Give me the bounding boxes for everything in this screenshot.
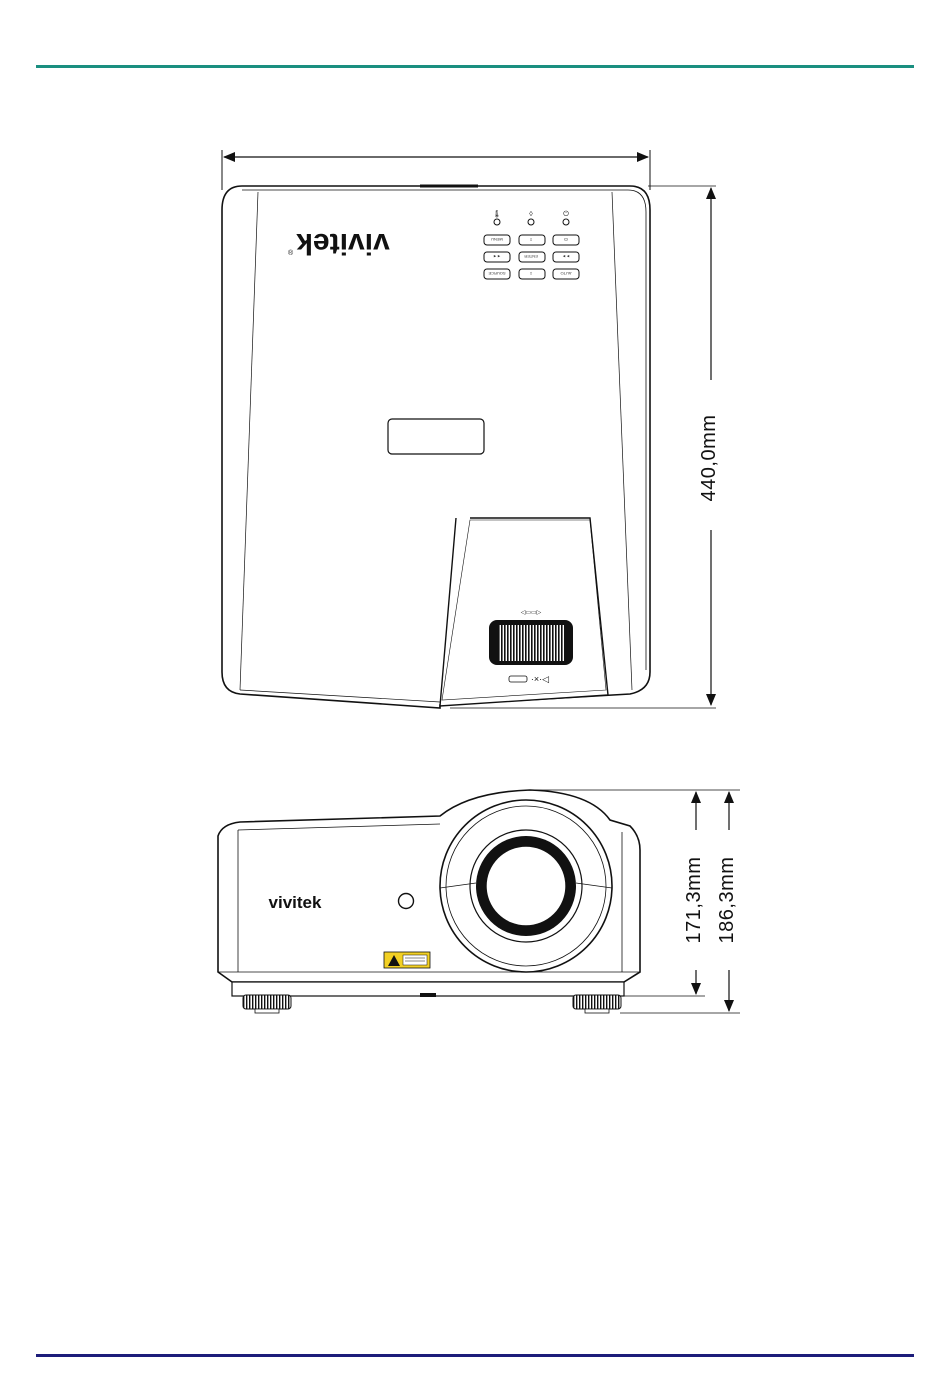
depth-dimension-label: 440,0mm <box>698 415 720 502</box>
power-led-icon: ⏻ <box>563 210 569 218</box>
ir-sensor <box>399 894 414 909</box>
button-label: ☊ <box>564 237 568 242</box>
temp-led-icon: 🌡 <box>493 210 502 218</box>
focus-icon: ·×·◁ <box>531 674 549 684</box>
button-label: ►► <box>562 254 570 259</box>
lamp-cover <box>388 419 484 454</box>
projection-lens <box>440 800 612 972</box>
button-label: SOURCE <box>488 271 505 276</box>
bottom-rule <box>36 1354 914 1357</box>
control-keypad[interactable]: MENU ⇧ ☊ ◄◄ ENTER ►► SOURCE ⇩ AUTO <box>484 235 579 279</box>
button-label: AUTO <box>560 271 571 276</box>
lamp-led-icon: ◊ <box>529 211 533 218</box>
front-view: vivitek <box>218 790 747 1013</box>
adjustable-foot-left[interactable] <box>243 995 291 1013</box>
laser-warning-label <box>384 952 430 968</box>
top-logo: vivitek <box>296 227 390 260</box>
logo-text-top: vivitek <box>296 227 390 260</box>
logo-text-front: vivitek <box>269 893 322 912</box>
button-label: MENU <box>491 237 503 242</box>
zoom-arrows-icon: ◁▭▭▷ <box>521 610 542 616</box>
button-label: ◄◄ <box>493 254 501 259</box>
top-view: vivitek ® 🌡 ◊ ⏻ MENU ⇧ ☊ <box>222 150 727 708</box>
button-label: ⇩ <box>529 271 532 276</box>
adjustable-foot-right[interactable] <box>573 995 621 1013</box>
body-height-label: 171,3mm <box>683 857 705 944</box>
total-height-label: 186,3mm <box>716 857 738 944</box>
button-label: ENTER <box>524 254 538 259</box>
button-label: ⇧ <box>529 237 532 242</box>
registered-mark: ® <box>288 249 294 257</box>
